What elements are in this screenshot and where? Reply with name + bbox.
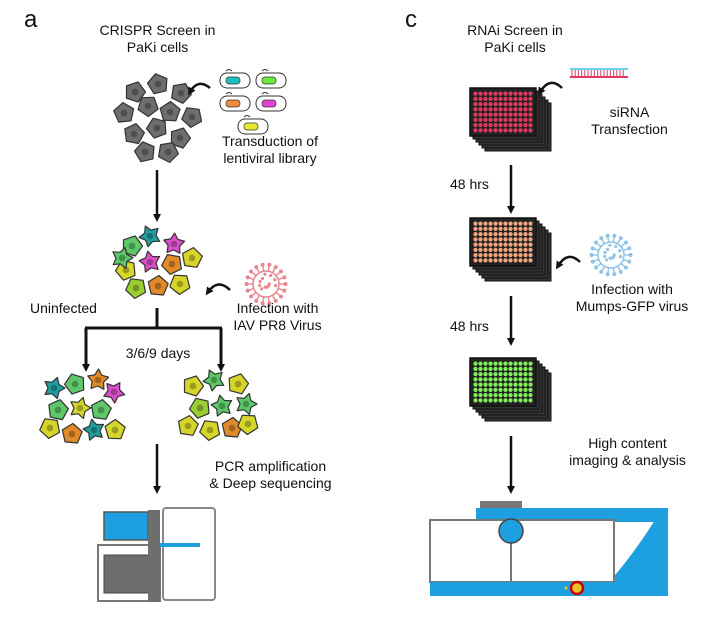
colored-cell <box>237 414 259 436</box>
gray-cell <box>113 101 135 123</box>
mumps-infection-label: Infection with Mumps-GFP virus <box>572 281 692 315</box>
gray-cell <box>170 127 192 149</box>
plasmid-icon <box>219 69 251 89</box>
colored-cell <box>39 418 61 439</box>
imaging-instrument <box>429 501 668 596</box>
colored-cell <box>90 399 112 420</box>
imaging-line2: imaging & analysis <box>569 452 686 468</box>
colored-cell <box>188 397 210 419</box>
transduced-cell-cluster <box>112 225 203 299</box>
gray-cell-cluster <box>113 73 203 163</box>
crispr-title-line2: PaKi cells <box>126 39 189 55</box>
pcr-label: PCR amplification & Deep sequencing <box>203 458 338 492</box>
colored-cell <box>202 369 225 392</box>
colored-cell <box>221 416 243 438</box>
imaging-line1: High content <box>588 435 667 451</box>
crispr-title: CRISPR Screen in PaKi cells <box>90 22 225 56</box>
iav-infection-line1: Infection with <box>236 300 319 316</box>
iav-virus-icon <box>244 262 288 306</box>
colored-cell <box>112 246 134 269</box>
sirna-line1: siRNA <box>609 104 650 120</box>
plasmid-icon <box>255 92 287 112</box>
plasmid-icon <box>219 92 251 112</box>
pcr-line2: & Deep sequencing <box>209 475 332 491</box>
colored-cell <box>169 274 191 296</box>
lentiviral-plasmid-library <box>219 69 287 135</box>
sirna-label: siRNA Transfection <box>582 104 677 138</box>
colored-cell <box>44 376 66 400</box>
plasmid-icon <box>237 115 269 135</box>
colored-cell <box>161 254 182 275</box>
plasmid-icon <box>255 69 287 89</box>
hrs-label-2: 48 hrs <box>450 318 489 334</box>
colored-cell <box>61 422 83 444</box>
rnai-title-line1: RNAi Screen in <box>467 22 563 38</box>
transduction-line2: lentiviral library <box>223 150 317 166</box>
infected-cell-cluster <box>178 369 259 441</box>
iav-infection-label: Infection with IAV PR8 Virus <box>225 300 330 334</box>
gray-cell <box>124 123 145 145</box>
colored-cell <box>178 415 199 436</box>
colored-cell <box>48 399 70 421</box>
colored-cell <box>147 274 169 296</box>
colored-cell <box>82 418 105 441</box>
colored-cell <box>199 420 221 441</box>
colored-cell <box>87 368 110 390</box>
colored-cell <box>236 392 258 415</box>
rnai-title: RNAi Screen in PaKi cells <box>455 22 575 56</box>
gray-cell <box>171 82 192 104</box>
plate-stack-sirna <box>469 87 552 152</box>
gray-cell <box>137 96 159 118</box>
pcr-line1: PCR amplification <box>214 458 327 474</box>
mumps-curved-arrow <box>555 255 581 270</box>
sirna-curved-arrow <box>537 81 563 96</box>
days-label: 3/6/9 days <box>125 345 191 361</box>
transduction-label: Transduction of lentiviral library <box>200 133 340 167</box>
gray-cell <box>146 73 168 95</box>
imaging-label: High content imaging & analysis <box>560 435 695 469</box>
crispr-title-line1: CRISPR Screen in <box>99 22 216 38</box>
transduction-line1: Transduction of <box>222 133 318 149</box>
sirna-duplex-icon <box>570 68 628 78</box>
branch-arrows <box>82 308 225 372</box>
uninfected-label: Uninfected <box>30 300 97 316</box>
colored-cell <box>228 373 250 395</box>
transduction-curved-arrow <box>188 82 211 96</box>
colored-cell <box>138 250 161 273</box>
infection-curved-arrow <box>205 283 231 296</box>
colored-cell <box>103 382 126 404</box>
gray-cell <box>158 142 179 163</box>
colored-cell <box>163 232 186 254</box>
panel-label-c: c <box>405 6 417 33</box>
colored-cell <box>70 396 92 419</box>
mumps-infection-line2: Mumps-GFP virus <box>575 298 689 314</box>
sequencer-machine <box>97 507 216 602</box>
mumps-virus-icon <box>589 233 633 277</box>
colored-cell <box>138 225 161 248</box>
gray-cell <box>133 141 155 163</box>
gray-cell <box>159 100 181 122</box>
colored-cell <box>125 278 147 299</box>
gray-cell <box>181 107 203 129</box>
colored-cell <box>182 247 203 268</box>
colored-cell <box>114 259 136 281</box>
gray-cell <box>145 117 167 139</box>
hrs-label-1: 48 hrs <box>450 176 489 192</box>
colored-cell <box>104 418 126 440</box>
colored-cell <box>63 373 85 395</box>
mumps-infection-line1: Infection with <box>591 281 673 297</box>
rnai-title-line2: PaKi cells <box>484 39 546 55</box>
plate-stack-readout <box>469 357 552 422</box>
colored-cell <box>210 394 233 417</box>
gray-cell <box>125 81 147 103</box>
colored-cell <box>122 235 144 257</box>
uninfected-cell-cluster <box>39 368 126 444</box>
iav-infection-line2: IAV PR8 Virus <box>233 317 322 333</box>
panel-label-a: a <box>24 6 38 33</box>
colored-cell <box>183 375 205 397</box>
plate-stack-infection <box>469 217 552 282</box>
sirna-line2: Transfection <box>591 121 668 137</box>
